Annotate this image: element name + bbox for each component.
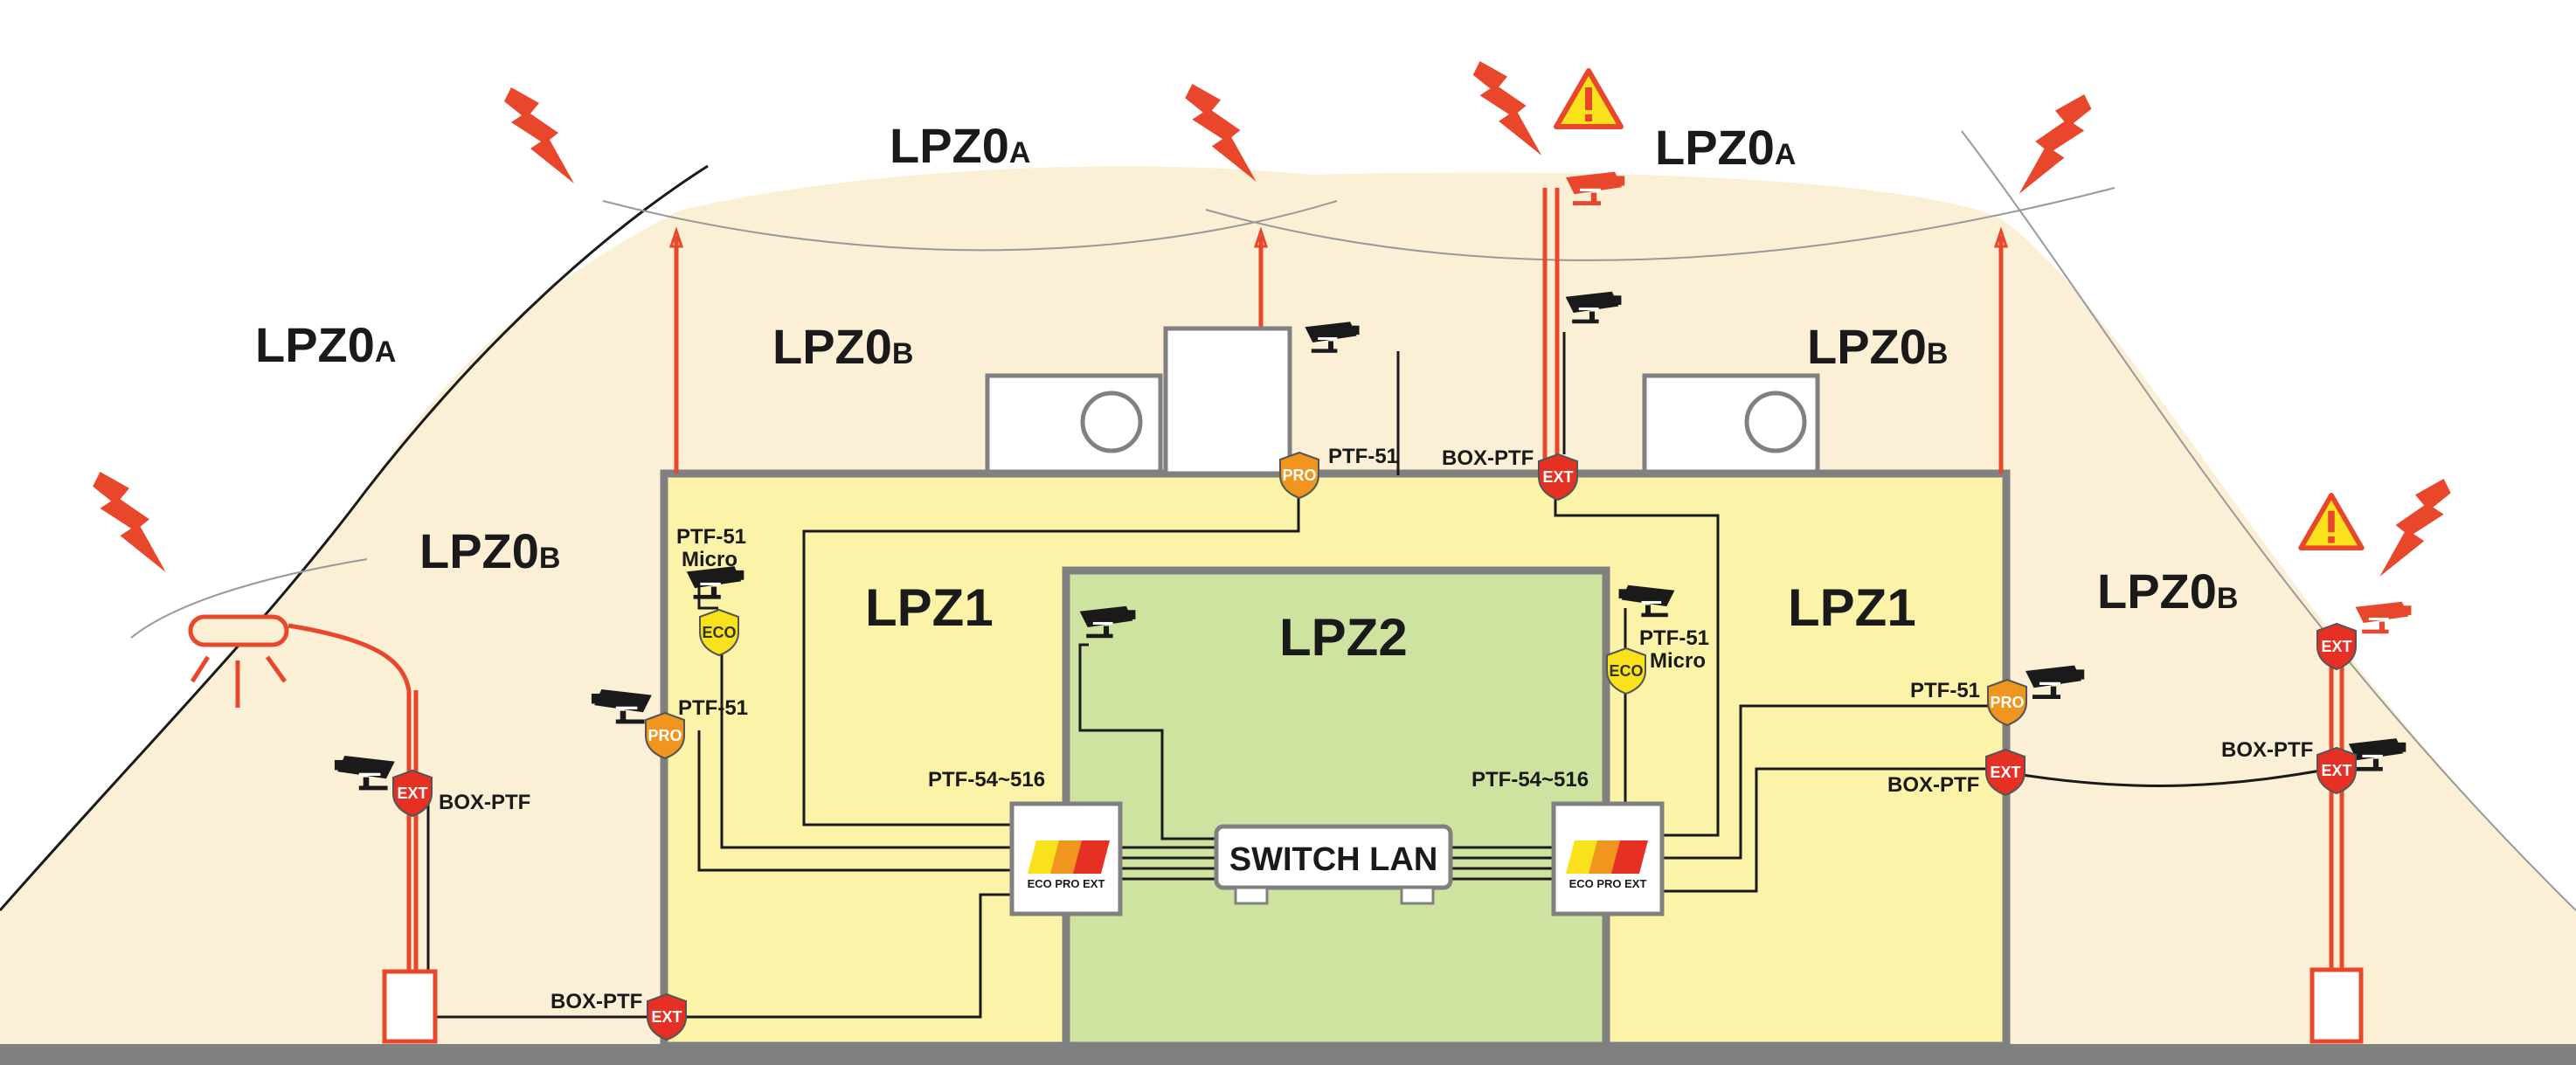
svg-text:EXT: EXT — [397, 785, 427, 802]
label-boxptf-pole-left: BOX-PTF — [439, 791, 530, 814]
label-ptf51-roof: PTF-51 — [1328, 445, 1398, 468]
ext-badge-roof: EXT — [1538, 453, 1578, 501]
lightning-bolt-icon — [504, 87, 574, 183]
label-ptf54-right: PTF-54~516 — [1472, 768, 1589, 792]
label-ptf51-micro-left-2: Micro — [682, 548, 737, 571]
protection-cabinet-right: ECO PRO EXT — [1551, 801, 1665, 916]
label-ptf51-micro-right-1: PTF-51 — [1639, 626, 1709, 650]
pro-badge-roof: PRO — [1279, 452, 1319, 499]
svg-text:PRO: PRO — [647, 727, 682, 744]
zone-label-lpz0a-left: LPZ0A — [255, 317, 396, 372]
label-boxptf-right: BOX-PTF — [1887, 773, 1979, 797]
svg-text:EXT: EXT — [2321, 638, 2351, 655]
cabinet-left-label: ECO PRO EXT — [1028, 877, 1105, 890]
label-ptf54-left: PTF-54~516 — [928, 768, 1045, 792]
lightning-bolt-icon — [2019, 94, 2092, 194]
warning-triangle-icon — [1556, 71, 1621, 127]
ext-badge-lamp: EXT — [392, 770, 433, 817]
lpz0a-boundary-lamp — [130, 558, 368, 639]
zone-label-lpz0a-top-left: LPZ0A — [890, 118, 1030, 173]
rooftop-box — [1163, 326, 1292, 476]
svg-text:ECO: ECO — [1609, 662, 1643, 680]
protection-cabinet-left: ECO PRO EXT — [1009, 801, 1123, 916]
lightning-bolt-icon — [1185, 84, 1257, 182]
ext-badge-ground: EXT — [647, 993, 687, 1041]
svg-text:PRO: PRO — [1990, 694, 2024, 711]
label-ptf51-micro-left-1: PTF-51 — [676, 525, 746, 549]
svg-text:PRO: PRO — [1282, 467, 1316, 484]
label-ptf51-right: PTF-51 — [1910, 679, 1980, 702]
lightning-rods — [674, 188, 2004, 474]
warning-triangle-icon — [2301, 495, 2362, 548]
zone-label-lpz0a-top-right: LPZ0A — [1655, 120, 1796, 175]
wiring — [411, 332, 2341, 1019]
rod-tips — [668, 226, 2009, 248]
pro-badge-right: PRO — [1987, 679, 2027, 726]
switch-label: SWITCH LAN — [1229, 841, 1438, 878]
label-ptf51-left: PTF-51 — [678, 696, 748, 720]
lightning-bolt-icon — [93, 472, 166, 572]
zone-label-lpz2: LPZ2 — [1279, 608, 1408, 667]
zone-label-lpz0b-roof-right: LPZ0B — [1807, 319, 1948, 374]
lpz0a-boundary-left — [0, 164, 709, 911]
lightning-bolt-icon — [2379, 479, 2451, 577]
svg-text:EXT: EXT — [1542, 468, 1573, 486]
svg-text:EXT: EXT — [1990, 764, 2020, 781]
zone-label-lpz1-left: LPZ1 — [865, 578, 994, 637]
lpz0a-boundary-top — [602, 187, 2116, 261]
svg-text:EXT: EXT — [2321, 762, 2351, 779]
air-conditioner-icon — [1642, 373, 1820, 474]
lpz0a-boundary-right — [1961, 130, 2576, 911]
ground-line — [0, 1044, 2576, 1065]
street-lamp-icon — [188, 614, 438, 1044]
label-boxptf-roof: BOX-PTF — [1442, 446, 1534, 470]
zone-label-lpz0b-left: LPZ0B — [419, 523, 560, 578]
ext-badge-pole: EXT — [2316, 747, 2357, 794]
label-ptf51-micro-right-2: Micro — [1650, 649, 1706, 673]
camera-pole-right — [2309, 629, 2364, 1044]
zone-label-lpz1-right: LPZ1 — [1788, 578, 1916, 637]
pro-badge-left: PRO — [645, 712, 685, 759]
ext-badge-right: EXT — [1985, 749, 2025, 796]
svg-text:EXT: EXT — [651, 1008, 682, 1026]
switch-bundle — [1120, 846, 1557, 881]
eco-badge-right: ECO — [1606, 647, 1646, 695]
cabinet-right-label: ECO PRO EXT — [1569, 877, 1647, 890]
cctv-camera-icon — [2355, 601, 2412, 634]
ext-badge-pole-top: EXT — [2316, 623, 2357, 670]
eco-badge-left: ECO — [699, 609, 739, 656]
air-conditioner-icon — [985, 373, 1163, 474]
svg-text:ECO: ECO — [702, 624, 736, 641]
lpz2-room — [1062, 566, 1610, 1050]
zone-label-lpz0b-right: LPZ0B — [2097, 564, 2238, 619]
label-boxptf-ground: BOX-PTF — [551, 990, 642, 1013]
switch-lan: SWITCH LAN — [1214, 824, 1453, 905]
zone-label-lpz0b-roof-left: LPZ0B — [772, 319, 913, 374]
lightning-bolt-icon — [1472, 61, 1542, 156]
label-boxptf-pole-right: BOX-PTF — [2221, 738, 2313, 762]
